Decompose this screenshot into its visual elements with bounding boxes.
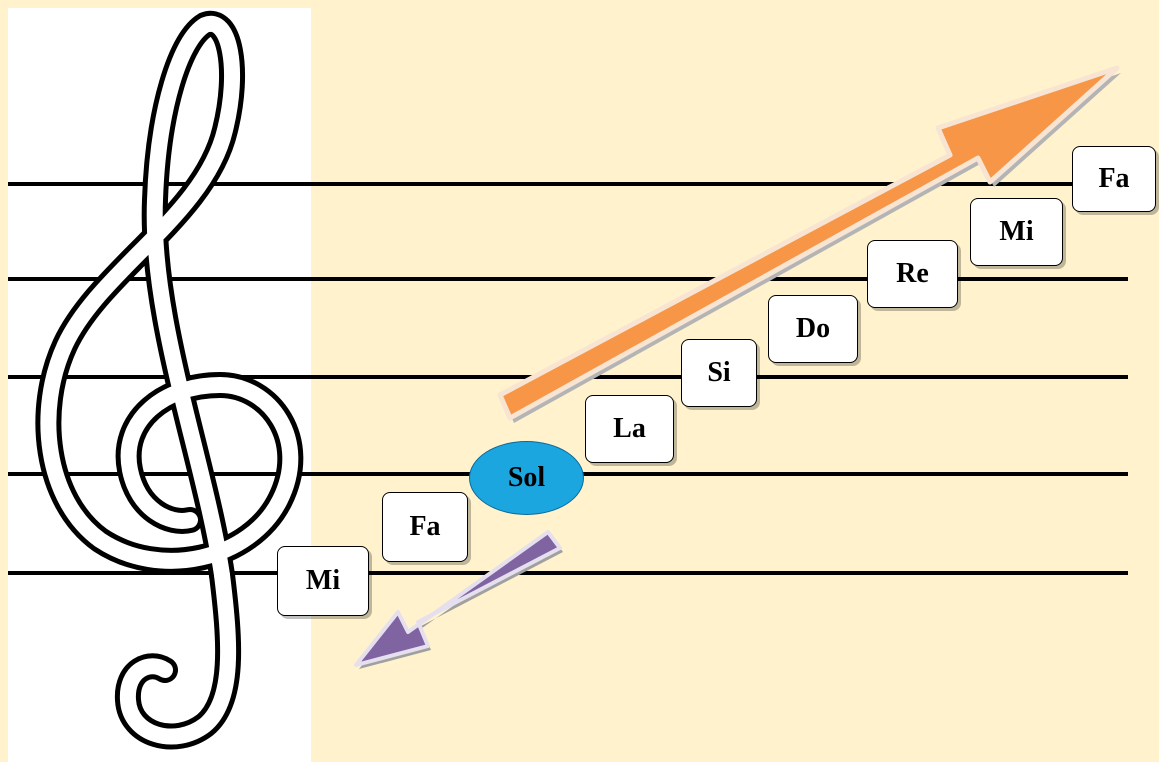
note-fa-high: Fa	[1072, 146, 1156, 212]
note-sol: Sol	[469, 441, 584, 515]
note-fa-low: Fa	[382, 492, 468, 562]
arrow-down-left-icon	[354, 530, 563, 669]
arrow-up-right-icon	[497, 65, 1121, 423]
note-re: Re	[867, 240, 958, 308]
note-la: La	[585, 395, 674, 463]
treble-clef-icon	[35, 11, 304, 750]
note-mi-low: Mi	[277, 546, 369, 616]
note-si: Si	[681, 339, 757, 407]
note-do: Do	[768, 295, 858, 363]
note-mi-high: Mi	[970, 198, 1063, 266]
